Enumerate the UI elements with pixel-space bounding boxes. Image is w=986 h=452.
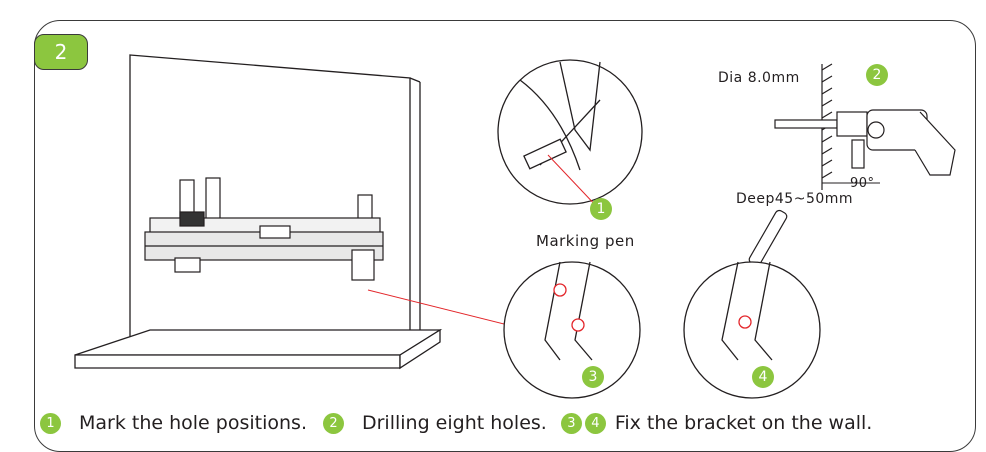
- caption-step-34: 3 4 Fix the bracket on the wall.: [560, 412, 873, 434]
- caption-marker-1: 1: [40, 412, 61, 434]
- caption-marker-4: 4: [584, 412, 606, 434]
- step-number-badge: 2: [34, 34, 88, 70]
- angle-label: 90°: [850, 176, 875, 191]
- caption-text-2: Drilling eight holes.: [361, 412, 547, 434]
- caption-marker-2: 2: [322, 412, 344, 434]
- detail-pointer-line: [367, 289, 521, 329]
- callout-4: 4: [752, 366, 774, 388]
- caption-row: 1 Mark the hole positions. 2 Drilling ei…: [40, 411, 872, 435]
- installation-illustration: [74, 54, 956, 399]
- caption-text-1: Mark the hole positions.: [79, 412, 307, 434]
- hammer-drill-illustration: [774, 63, 956, 190]
- caption-text-3: Fix the bracket on the wall.: [614, 412, 873, 434]
- detail-circle-marking: [497, 59, 643, 205]
- marking-pointer-line: [547, 154, 601, 211]
- caption-marker-3: 3: [560, 412, 582, 434]
- caption-step-2: 2 Drilling eight holes.: [322, 412, 547, 434]
- detail-circle-fixing: [503, 261, 641, 399]
- callout-2: 2: [866, 64, 888, 86]
- dia-label: Dia 8.0mm: [718, 70, 800, 86]
- wall-panel: [129, 54, 421, 346]
- marking-pen-label: Marking pen: [536, 232, 635, 250]
- shelf-base: [74, 328, 443, 370]
- caption-step-1: 1 Mark the hole positions.: [40, 412, 307, 434]
- detail-circle-bracket: [683, 261, 821, 399]
- wall-bracket: [144, 177, 384, 281]
- depth-label: Deep45~50mm: [736, 191, 854, 207]
- callout-1: 1: [590, 198, 612, 220]
- callout-3: 3: [582, 366, 604, 388]
